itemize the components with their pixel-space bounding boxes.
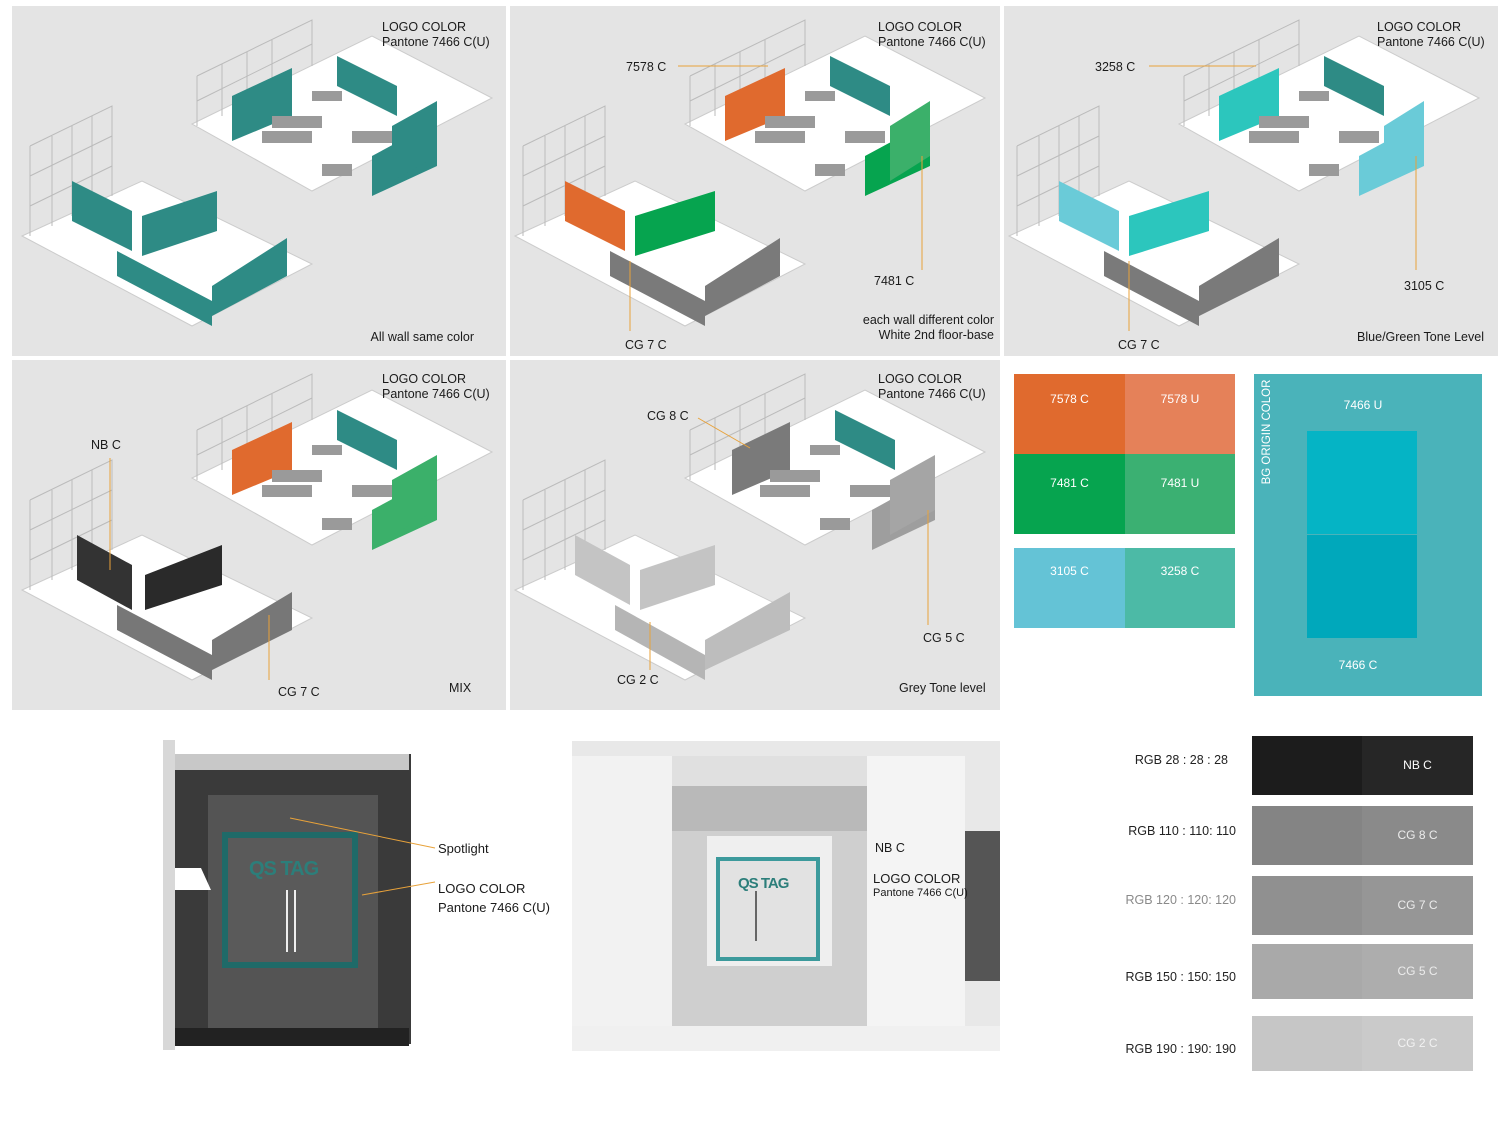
grey-swatch-cg2c: CG 2 C (1252, 1016, 1473, 1071)
bg-origin-swatch: BG ORIGIN COLOR 7466 U 7466 C (1254, 374, 1482, 696)
booth-logo: QS TAG (249, 858, 319, 880)
swatch-7481c: 7481 C (1014, 454, 1125, 534)
rgb-cg8c: RGB 110 : 110: 110 (1128, 824, 1236, 838)
label-7466c: 7466 C (1338, 658, 1378, 672)
grey-swatch-cg7c: CG 7 C (1252, 876, 1473, 935)
callout-cg7c: CG 7 C (278, 685, 320, 699)
swatch-7578c: 7578 C (1014, 374, 1125, 454)
booth-white-logo: QS TAG (738, 875, 789, 892)
callout-7578c: 7578 C (626, 60, 667, 74)
swatch-7481u: 7481 U (1125, 454, 1235, 534)
booth-white-render: QS TAG (572, 741, 1000, 1051)
panel-caption: MIX (449, 681, 472, 695)
floorplan-illustration (513, 19, 987, 331)
label-7466u: 7466 U (1343, 398, 1383, 412)
floorplan-illustration (513, 373, 987, 681)
grey-swatch-nbc: NB C (1252, 736, 1473, 795)
booth-front-render: QS TAG (163, 740, 413, 1050)
callout-3258c: 3258 C (1095, 60, 1136, 74)
panel-caption: Blue/Green Tone Level (1357, 330, 1484, 344)
panel-caption: Grey Tone level (899, 681, 986, 695)
rgb-nbc: RGB 28 : 28 : 28 (1134, 753, 1228, 767)
callout-7481c: 7481 C (874, 274, 915, 288)
callout-cg2c: CG 2 C (617, 673, 659, 687)
swatch-3258c: 3258 C (1125, 548, 1235, 628)
swatch-7466u (1307, 431, 1417, 534)
callout-cg8c: CG 8 C (647, 409, 689, 423)
rgb-cg2c: RGB 190 : 190: 190 (1125, 1042, 1237, 1056)
callout-cg7c: CG 7 C (1118, 338, 1160, 352)
callout-3105c: 3105 C (1404, 279, 1445, 293)
callout-nbc: NB C (91, 438, 121, 452)
swatch-7578u: 7578 U (1125, 374, 1235, 454)
floorplan-illustration (1007, 19, 1481, 331)
rgb-cg7c: RGB 120 : 120: 120 (1125, 893, 1237, 907)
grey-swatch-cg5c: CG 5 C (1252, 944, 1473, 999)
spotlight-label: Spotlight (438, 841, 489, 856)
nbc-label: NB C (875, 841, 905, 855)
rgb-cg5c: RGB 150 : 150: 150 (1125, 970, 1237, 984)
floorplan-illustration (20, 19, 494, 327)
callout-cg5c: CG 5 C (923, 631, 965, 645)
booth-dark-illustration (163, 740, 413, 1050)
swatch-3105c: 3105 C (1014, 548, 1125, 628)
panel-caption: All wall same color (370, 330, 474, 344)
swatch-7466c (1307, 535, 1417, 638)
booth-white-illustration (572, 741, 1000, 1051)
floorplan-illustration (20, 373, 494, 681)
callout-cg7c: CG 7 C (625, 338, 667, 352)
grey-swatch-cg8c: CG 8 C (1252, 806, 1473, 865)
